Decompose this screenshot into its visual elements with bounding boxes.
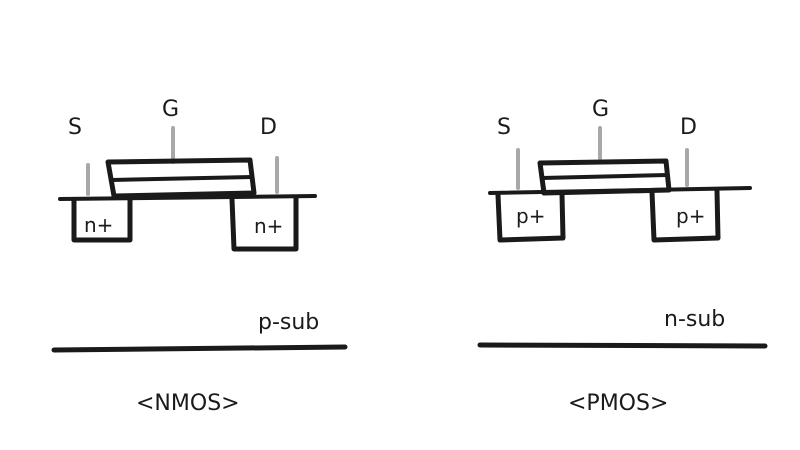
nmos-gate-label: G xyxy=(162,97,179,122)
pmos-source-label: S xyxy=(497,115,511,140)
pmos-gate-stack xyxy=(537,158,672,196)
nmos-drain-region xyxy=(229,195,299,252)
pmos-source-doping: p+ xyxy=(516,204,545,228)
nmos-substrate-label: p-sub xyxy=(258,310,319,335)
pmos-drain-doping: p+ xyxy=(676,204,705,228)
nmos-substrate-line xyxy=(51,344,348,353)
nmos-source-label: S xyxy=(68,115,82,140)
pmos-diagram: S G D p+ p+ n-sub <PMOS> xyxy=(477,97,768,416)
nmos-source-doping: n+ xyxy=(84,213,113,237)
nmos-caption: <NMOS> xyxy=(136,391,240,416)
nmos-source-region xyxy=(71,197,133,243)
nmos-gate-oxide-line xyxy=(110,175,254,182)
pmos-caption: <PMOS> xyxy=(568,391,668,416)
pmos-drain-label: D xyxy=(680,115,697,140)
pmos-gate-label: G xyxy=(592,97,609,122)
pmos-substrate-label: n-sub xyxy=(664,307,725,332)
nmos-drain-doping: n+ xyxy=(254,214,283,238)
nmos-gate-stack xyxy=(105,157,257,199)
pmos-gate-oxide-line xyxy=(540,173,669,180)
nmos-diagram: S G D n+ n+ p-sub <NMOS> xyxy=(51,97,348,416)
pmos-source-region xyxy=(495,191,566,243)
nmos-surface-line xyxy=(58,194,317,201)
nmos-drain-label: D xyxy=(260,115,277,140)
pmos-substrate-line xyxy=(477,342,768,349)
pmos-drain-region xyxy=(649,188,721,243)
